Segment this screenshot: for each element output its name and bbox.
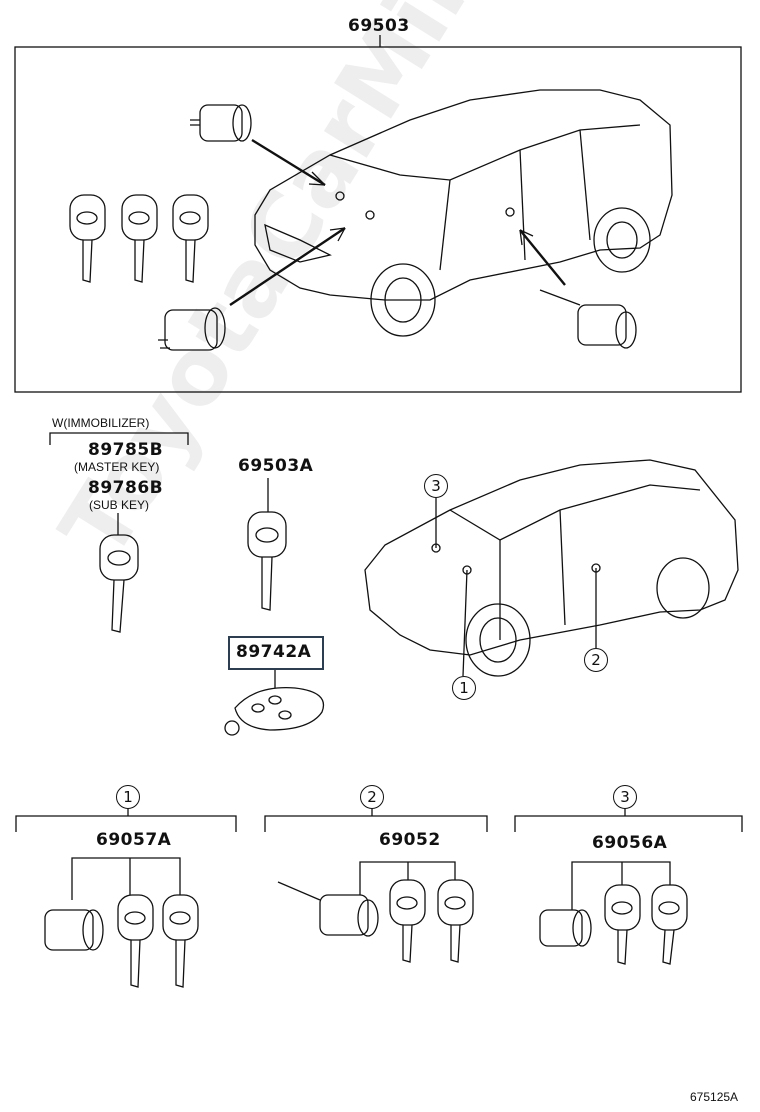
sub-key-note: (SUB KEY) [89,498,150,512]
single-key-illustration [247,511,287,611]
middle-car-illustration [364,459,739,677]
set-1-part-number: 69057A [96,830,172,850]
callout-3: 3 [424,474,448,498]
set-2-part-number: 69052 [379,830,441,850]
diagram-id: 675125A [690,1090,739,1104]
remote-part-number[interactable]: 89742A [236,642,312,662]
set-2-callout: 2 [360,785,384,809]
master-key-part-number: 89785B [88,440,164,460]
master-key-note: (MASTER KEY) [74,460,160,474]
set-1-callout: 1 [116,785,140,809]
top-car-illustration [254,89,673,337]
top-part-number: 69503 [348,16,410,36]
top-door-cylinder [190,104,252,142]
master-key-illustration [99,534,139,633]
sub-key-part-number: 89786B [88,478,164,498]
top-glovebox-cylinder [539,289,637,349]
single-key-part-number: 69503A [238,456,314,476]
top-keys [69,194,209,283]
set-1-illustration [44,857,199,988]
callout-1: 1 [452,676,476,700]
immobilizer-bracket [49,432,189,445]
set-3-callout: 3 [613,785,637,809]
top-ignition-cylinder [158,307,226,351]
remote-illustration [224,687,324,736]
immobilizer-header: W(IMMOBILIZER) [52,416,150,430]
set-2-illustration [277,861,474,963]
highlight-box [228,636,324,670]
callout-2: 2 [584,648,608,672]
set-3-part-number: 69056A [592,833,668,853]
top-frame [14,46,742,393]
set-3-illustration [539,861,688,965]
set-brackets [15,808,743,832]
top-arrows [229,138,566,306]
